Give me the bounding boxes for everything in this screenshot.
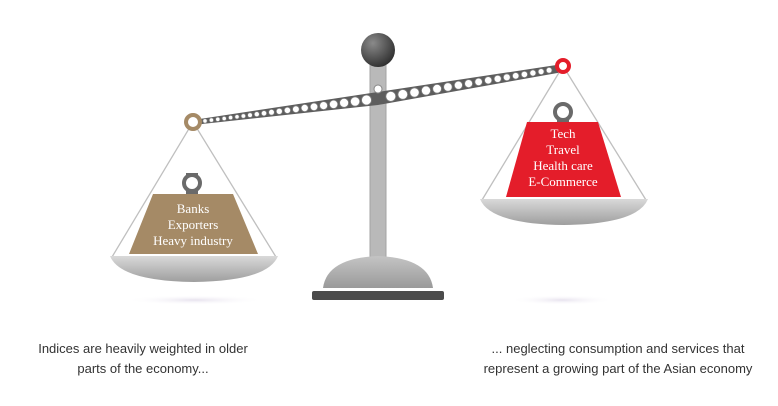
- beam-hole: [409, 87, 420, 98]
- beam-hole: [502, 73, 511, 82]
- beam-hole: [221, 115, 227, 122]
- left-pan: [110, 256, 278, 282]
- beam-hole: [453, 80, 463, 90]
- left-hook-ring: [184, 113, 202, 131]
- scale-base-plate: [312, 291, 444, 300]
- right-hook-ring: [555, 58, 571, 74]
- beam-hole: [275, 107, 283, 115]
- caption-right-line-2: represent a growing part of the Asian ec…: [483, 361, 753, 376]
- beam-hole: [397, 89, 409, 100]
- beam-hole: [474, 77, 483, 87]
- beam-hole: [328, 99, 339, 109]
- beam-hole: [292, 105, 300, 113]
- scale-stand: [312, 63, 444, 300]
- beam-hole: [529, 69, 537, 77]
- right-weight-block: [506, 122, 621, 197]
- beam-hole: [319, 101, 329, 110]
- right-weight-label-3: Health care: [533, 158, 593, 173]
- beam-hole: [464, 79, 474, 88]
- beam-hole: [349, 96, 361, 107]
- beam-hole: [234, 114, 240, 120]
- right-weight: Tech Travel Health care E-Commerce: [506, 102, 621, 197]
- right-weight-loop: [553, 102, 573, 122]
- beam-hole: [215, 116, 221, 122]
- left-pan-shadow: [125, 295, 265, 305]
- right-pan: [480, 199, 648, 225]
- beam-hole: [208, 117, 214, 123]
- caption-right-line-1: ... neglecting consumption and services …: [491, 341, 745, 356]
- right-pan-shadow: [510, 295, 614, 305]
- right-weight-label-1: Tech: [550, 126, 576, 141]
- scale-base: [323, 256, 433, 288]
- beam-hole: [253, 111, 260, 118]
- beam-hole: [512, 72, 520, 80]
- beam-hole: [484, 76, 493, 85]
- left-weight-label-2: Exporters: [168, 217, 219, 232]
- beam-hole: [228, 115, 234, 121]
- beam-hole: [283, 106, 291, 114]
- left-weight-label-1: Banks: [177, 201, 210, 216]
- scale-beam: [193, 64, 563, 125]
- beam-hole: [420, 85, 431, 96]
- beam-pivot: [373, 84, 383, 94]
- right-pan-strings: [481, 65, 647, 201]
- beam-hole: [432, 84, 442, 94]
- left-weight-label-3: Heavy industry: [153, 233, 233, 248]
- left-pan-strings: [111, 121, 277, 258]
- beam-hole: [520, 70, 529, 79]
- beam-hole: [247, 112, 253, 118]
- scale-top-knob: [361, 33, 395, 67]
- right-weight-label-4: E-Commerce: [528, 174, 598, 189]
- left-weight-loop: [182, 173, 202, 193]
- beam-hole: [361, 94, 372, 106]
- beam-hole: [537, 68, 545, 75]
- left-weight-block: [129, 194, 258, 254]
- caption-left-line-1: Indices are heavily weighted in older: [38, 341, 248, 356]
- left-weight: Banks Exporters Heavy industry: [129, 173, 258, 254]
- beam-hole: [385, 91, 397, 102]
- beam-hole: [493, 74, 502, 83]
- caption-left: Indices are heavily weighted in older pa…: [18, 339, 268, 379]
- beam-hole: [339, 98, 350, 108]
- beam-hole: [268, 109, 275, 116]
- beam-hole: [260, 110, 268, 117]
- beam-hole: [240, 113, 247, 119]
- right-weight-label-2: Travel: [546, 142, 580, 157]
- beam-hole: [300, 104, 309, 113]
- beam-hole: [202, 118, 208, 124]
- beam-hole: [309, 102, 319, 111]
- beam-hole: [443, 82, 453, 92]
- caption-right: ... neglecting consumption and services …: [458, 339, 778, 379]
- beam-hole: [545, 67, 553, 74]
- caption-left-line-2: parts of the economy...: [77, 361, 209, 376]
